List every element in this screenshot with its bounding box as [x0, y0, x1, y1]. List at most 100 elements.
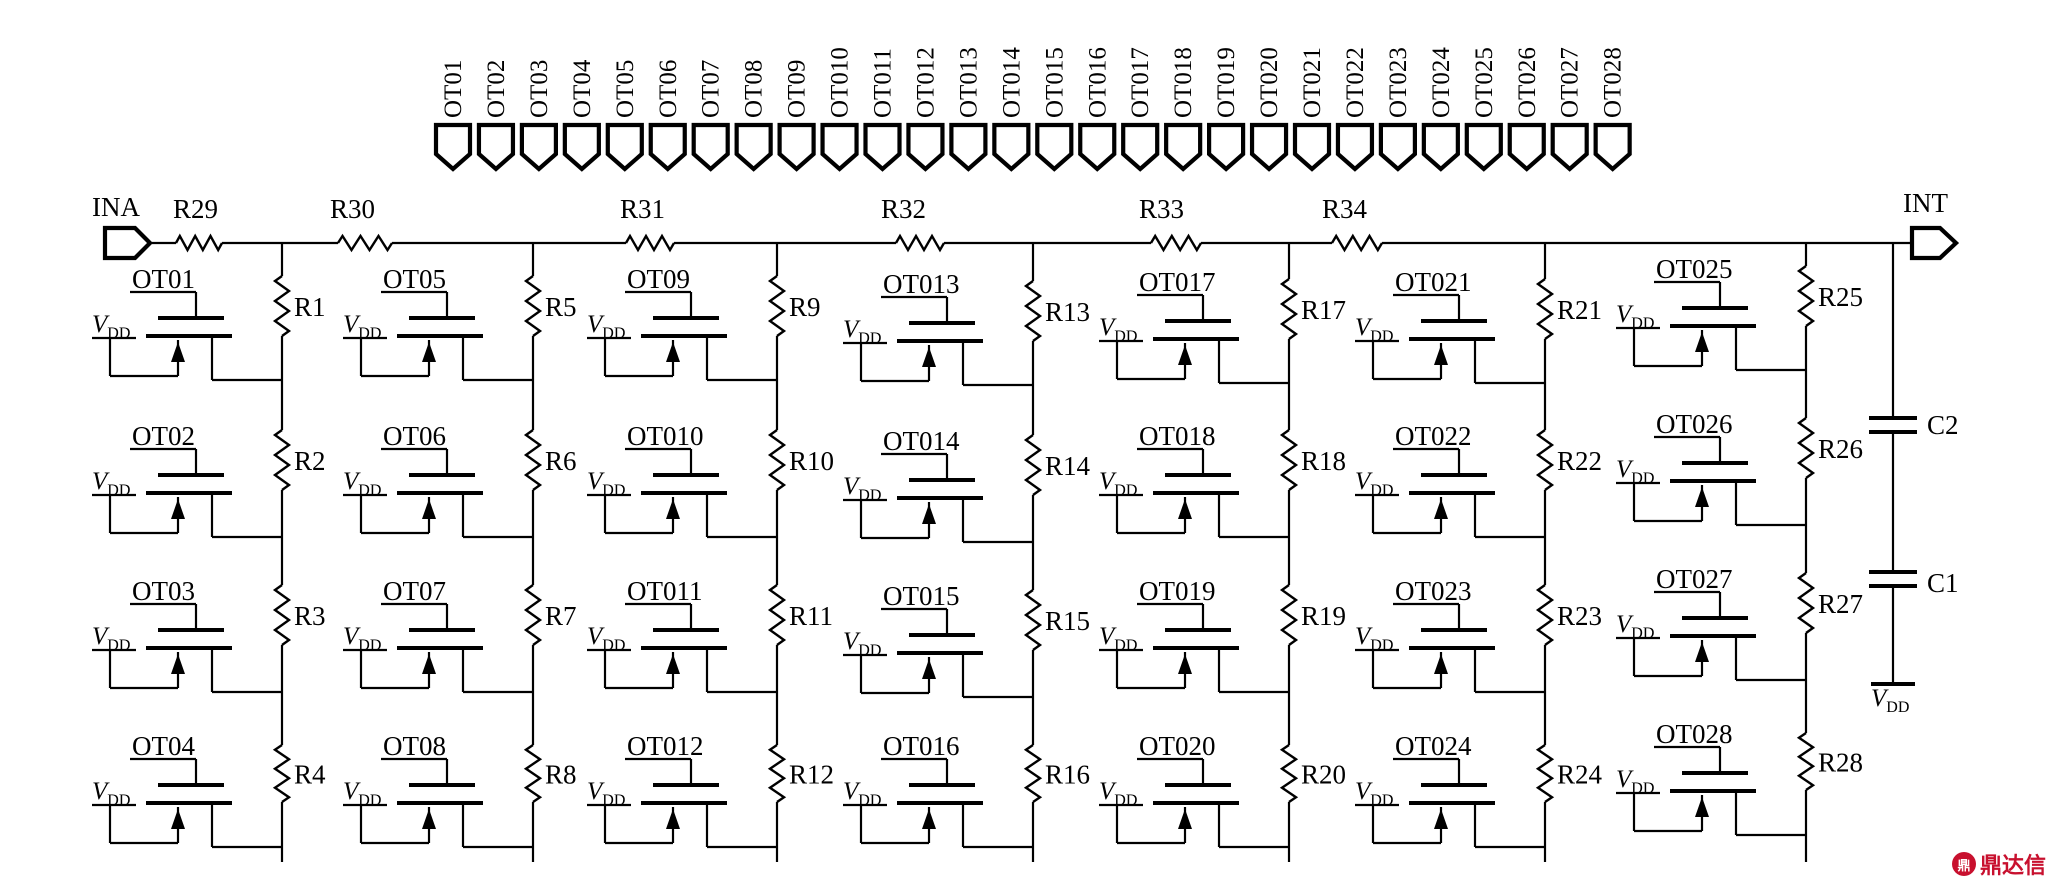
source-arrow-icon	[1178, 809, 1192, 829]
source-arrow-icon	[922, 347, 936, 367]
shunt-resistor	[1535, 744, 1555, 803]
shunt-resistor-label: R18	[1301, 446, 1346, 476]
transistor-gate-label: OT023	[1395, 576, 1472, 606]
output-pin-icon	[1378, 122, 1417, 172]
shunt-resistor	[1535, 278, 1555, 340]
output-pin-icon	[863, 122, 902, 172]
shunt-resistor-label: R1	[294, 292, 326, 322]
source-arrow-icon	[422, 342, 436, 362]
shunt-resistor	[767, 584, 787, 646]
transistor-gate-label: OT01	[132, 264, 195, 294]
output-pin-label: OT023	[1385, 47, 1412, 118]
series-resistor	[624, 233, 676, 253]
output-pin-label: OT07	[698, 60, 725, 118]
source-arrow-icon	[171, 809, 185, 829]
source-arrow-icon	[922, 659, 936, 679]
shunt-resistor-label: R13	[1045, 297, 1090, 327]
output-pin-icon	[949, 122, 988, 172]
source-arrow-icon	[922, 809, 936, 829]
shunt-resistor-label: R8	[545, 760, 577, 790]
shunt-resistor	[1279, 429, 1299, 491]
output-pin-icon	[562, 122, 601, 172]
output-pin-label: OT02	[483, 60, 510, 118]
shunt-resistor	[767, 744, 787, 803]
transistor-column: R21R22R23R24OT021VDDOT022VDDOT023VDDOT02…	[1355, 243, 1603, 862]
transistor-gate-label: OT05	[383, 264, 446, 294]
shunt-resistor-label: R15	[1045, 606, 1090, 636]
output-pin-label: OT028	[1600, 47, 1627, 118]
series-resistor	[174, 233, 224, 253]
source-arrow-icon	[171, 342, 185, 362]
transistor-gate-label: OT021	[1395, 267, 1472, 297]
source-arrow-icon	[1178, 345, 1192, 365]
shunt-resistor-label: R2	[294, 446, 326, 476]
watermark: 鼎 鼎达信	[1951, 848, 2046, 880]
transistor-gate-label: OT03	[132, 576, 195, 606]
transistor-gate-label: OT024	[1395, 731, 1472, 761]
output-pin-label: OT018	[1170, 47, 1197, 118]
shunt-resistor	[1796, 265, 1816, 327]
shunt-resistor	[272, 744, 292, 803]
output-pin-label: OT04	[569, 59, 596, 118]
series-resistor-label: R34	[1322, 194, 1368, 224]
source-arrow-icon	[1178, 499, 1192, 519]
transistor-column: R9R10R11R12OT09VDDOT010VDDOT011VDDOT012V…	[587, 243, 834, 862]
output-pin-label: OT09	[784, 60, 811, 118]
transistor-gate-label: OT019	[1139, 576, 1216, 606]
source-arrow-icon	[171, 499, 185, 519]
transistor-gate-label: OT026	[1656, 409, 1733, 439]
transistor-ladder: R1R2R3R4OT01VDDOT02VDDOT03VDDOT04VDDR5R6…	[92, 243, 1863, 862]
shunt-resistor	[1279, 584, 1299, 646]
output-pin-label: OT019	[1213, 47, 1240, 118]
shunt-resistor-label: R6	[545, 446, 577, 476]
shunt-resistor-label: R11	[789, 601, 833, 631]
shunt-resistor	[1279, 744, 1299, 803]
shunt-resistor-label: R22	[1557, 446, 1602, 476]
output-pin-icon	[820, 122, 859, 172]
shunt-resistor-label: R25	[1818, 282, 1863, 312]
vdd-label: VDD	[1871, 685, 1909, 716]
shunt-resistor	[1023, 434, 1043, 496]
capacitor-label: C2	[1927, 410, 1959, 440]
input-port-icon	[102, 225, 153, 261]
shunt-resistor-label: R24	[1557, 760, 1603, 790]
output-pin-icon	[433, 122, 473, 172]
shunt-resistor-label: R3	[294, 601, 326, 631]
shunt-resistor-label: R14	[1045, 451, 1091, 481]
output-pin-icon	[1335, 122, 1375, 172]
shunt-resistor	[1279, 278, 1299, 340]
watermark-text: 鼎达信	[1979, 854, 2046, 879]
transistor-gate-label: OT025	[1656, 254, 1733, 284]
transistor-gate-label: OT04	[132, 731, 195, 761]
source-arrow-icon	[1434, 499, 1448, 519]
transistor-column: R13R14R15R16OT013VDDOT014VDDOT015VDDOT01…	[843, 243, 1091, 862]
shunt-resistor-label: R20	[1301, 760, 1346, 790]
transistor-gate-label: OT017	[1139, 267, 1216, 297]
output-pin-icon	[476, 122, 516, 172]
series-resistor	[1149, 233, 1203, 253]
output-pin-icon	[1121, 122, 1160, 172]
shunt-resistor	[1796, 572, 1816, 634]
output-pin-label: OT022	[1342, 47, 1369, 118]
source-arrow-icon	[171, 654, 185, 674]
shunt-resistor	[523, 744, 543, 803]
shunt-resistor	[272, 429, 292, 491]
output-pin-label: OT013	[955, 47, 982, 118]
output-port-icon	[1909, 225, 1960, 261]
series-resistor-label: R32	[881, 194, 926, 224]
output-pin-icon	[519, 122, 558, 172]
shunt-resistor	[523, 275, 543, 337]
series-resistor-label: R29	[173, 194, 218, 224]
series-resistor-label: R33	[1139, 194, 1184, 224]
output-pin-label: OT014	[998, 47, 1025, 118]
transistor-gate-label: OT012	[627, 731, 704, 761]
shunt-resistor-label: R10	[789, 446, 834, 476]
input-port-label: INA	[92, 192, 140, 222]
shunt-resistor	[1796, 732, 1816, 791]
shunt-resistor-label: R26	[1818, 434, 1863, 464]
output-pin-label: OT06	[655, 60, 682, 118]
transistor-column: R25R26R27R28OT025VDDOT026VDDOT027VDDOT02…	[1616, 243, 1863, 862]
